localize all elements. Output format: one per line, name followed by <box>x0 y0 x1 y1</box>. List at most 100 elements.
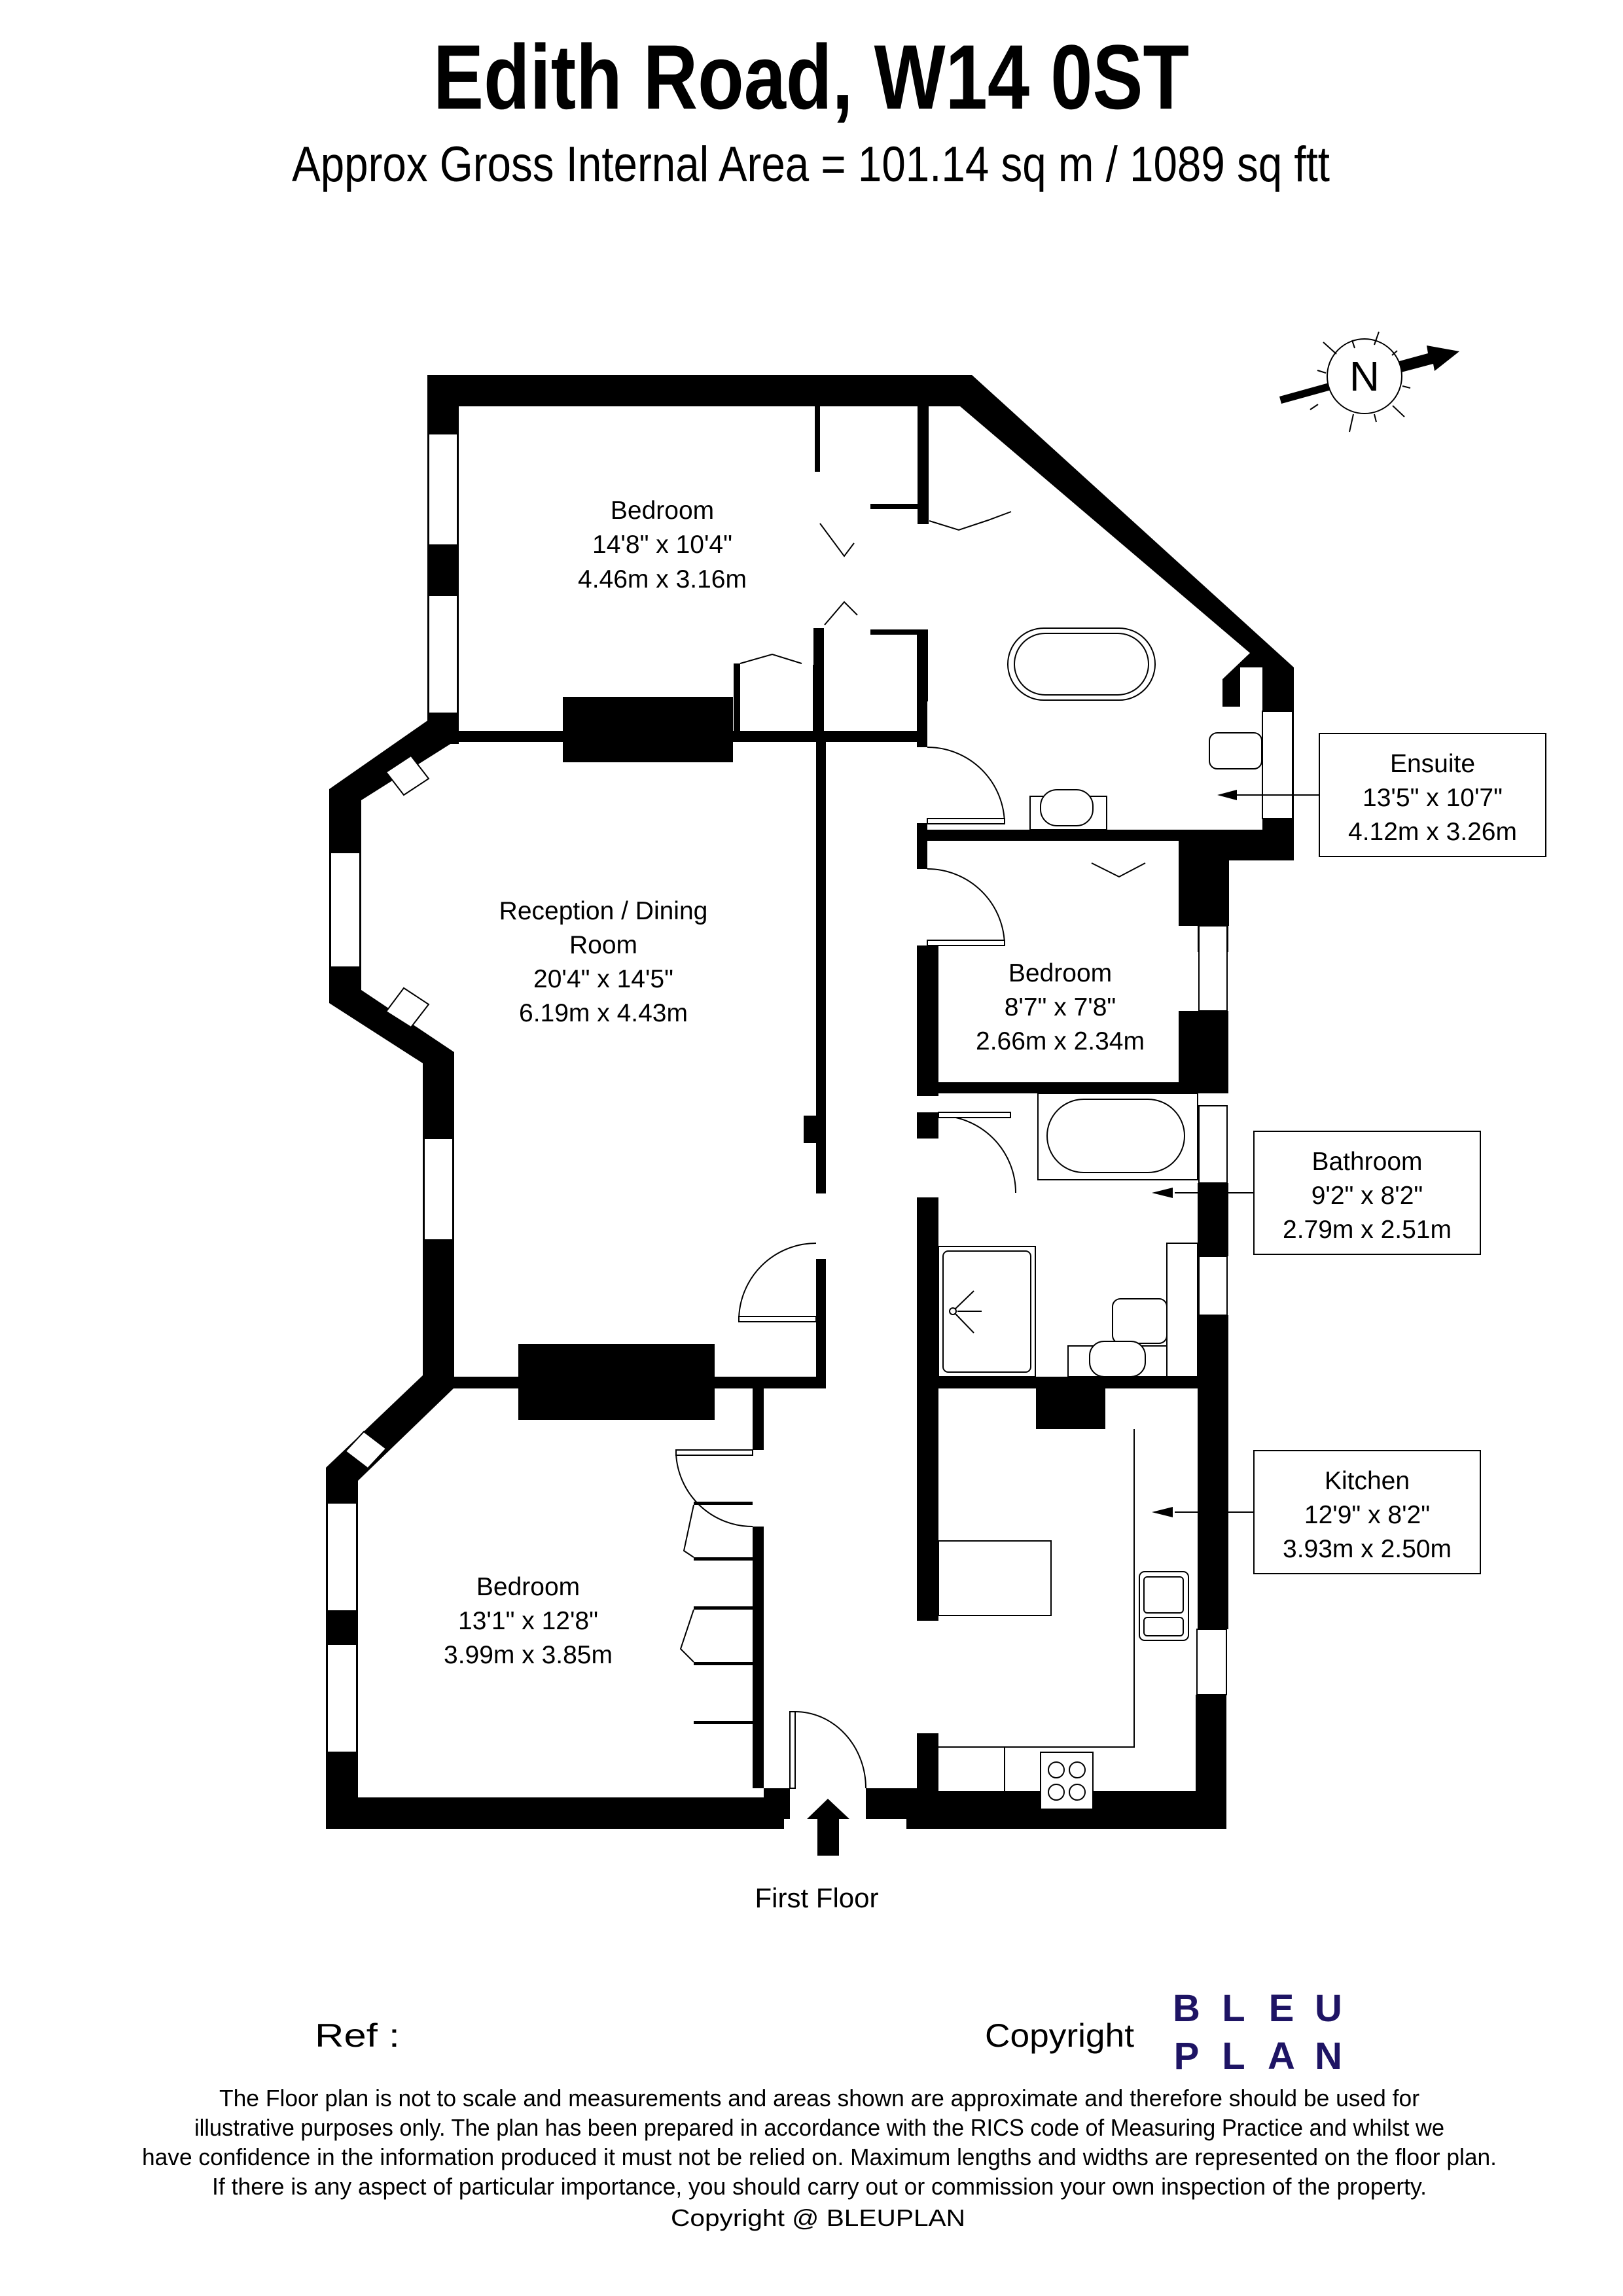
window <box>423 1138 454 1241</box>
window <box>1198 925 1228 1012</box>
disclaimer: The Floor plan is not to scale and measu… <box>142 2085 1497 2231</box>
svg-text:L: L <box>1222 2035 1245 2077</box>
chimney-breast-3 <box>1036 1388 1105 1429</box>
door-swing-entrance[interactable] <box>794 1711 866 1789</box>
callout-kitchen: Kitchen 12'9" x 8'2" 3.93m x 2.50m <box>1152 1450 1481 1574</box>
pointer-arrow-icon <box>1152 1507 1173 1517</box>
chimney-breast-2 <box>518 1344 715 1420</box>
window <box>327 1502 357 1612</box>
svg-text:14'8" x 10'4": 14'8" x 10'4" <box>592 531 732 559</box>
compass-ring <box>1327 338 1402 414</box>
wall-north-diagonal <box>427 375 1294 860</box>
door-swing-ensuite[interactable] <box>927 747 1005 825</box>
svg-text:4.46m x 3.16m: 4.46m x 3.16m <box>578 565 747 593</box>
area-subtitle: Approx Gross Internal Area = 101.14 sq m… <box>292 137 1330 192</box>
svg-text:P: P <box>1174 2035 1200 2077</box>
window <box>1198 1105 1228 1184</box>
callout-ensuite: Ensuite 13'5" x 10'7" 4.12m x 3.26m <box>1217 733 1546 857</box>
svg-text:12'9" x 8'2": 12'9" x 8'2" <box>1304 1501 1430 1529</box>
door-swing-bedroom3[interactable] <box>675 1453 753 1528</box>
svg-text:The Floor plan is not to scale: The Floor plan is not to scale and measu… <box>219 2085 1419 2111</box>
wall-ensuite-south <box>917 830 1294 841</box>
window <box>1198 1256 1228 1316</box>
svg-text:Room: Room <box>569 931 637 959</box>
svg-text:9'2" x 8'2": 9'2" x 8'2" <box>1311 1182 1423 1210</box>
copyright-line: Copyright @ BLEUPLAN <box>671 2204 965 2231</box>
svg-text:Bedroom: Bedroom <box>1008 959 1112 987</box>
svg-text:Bathroom: Bathroom <box>1311 1148 1422 1176</box>
wall-bedroom3-east <box>753 1527 764 1788</box>
door-swing-bedroom2[interactable] <box>927 868 1005 947</box>
svg-text:N: N <box>1315 2035 1342 2077</box>
wall-bathroom-south <box>938 1377 1198 1388</box>
svg-text:3.99m x 3.85m: 3.99m x 3.85m <box>444 1641 613 1669</box>
svg-text:Reception / Dining: Reception / Dining <box>499 897 708 925</box>
toilet-icon <box>1112 1298 1168 1344</box>
svg-text:2.66m x 2.34m: 2.66m x 2.34m <box>976 1027 1145 1055</box>
room-label-reception: Reception / Dining Room 20'4" x 14'5" 6.… <box>499 897 708 1027</box>
svg-text:L: L <box>1222 1987 1245 2030</box>
bleuplan-logo: B L E U P L A N <box>1173 1987 1342 2077</box>
entrance-arrow-icon <box>807 1799 849 1856</box>
svg-text:2.79m x 2.51m: 2.79m x 2.51m <box>1283 1216 1452 1244</box>
basin-icon <box>1089 1341 1146 1377</box>
room-label-bedroom-2: Bedroom 8'7" x 7'8" 2.66m x 2.34m <box>976 959 1145 1055</box>
footer: Ref : Copyright B L E U P L A N The Floo… <box>142 1987 1497 2231</box>
svg-text:If there is any aspect of part: If there is any aspect of particular imp… <box>212 2173 1427 2200</box>
svg-text:Bedroom: Bedroom <box>476 1573 580 1601</box>
wall-bedroom2-south <box>917 1082 1228 1093</box>
wall-bedroom3-bay <box>326 1375 454 1829</box>
svg-text:Kitchen: Kitchen <box>1325 1467 1410 1495</box>
compass-label: N <box>1349 353 1380 400</box>
room-label-bedroom-3: Bedroom 13'1" x 12'8" 3.99m x 3.85m <box>444 1573 613 1669</box>
svg-text:Ensuite: Ensuite <box>1390 750 1475 778</box>
kitchen-island <box>938 1540 1052 1616</box>
room-label-bedroom-1: Bedroom 14'8" x 10'4" 4.46m x 3.16m <box>578 497 747 593</box>
window <box>385 754 430 796</box>
compass-tail <box>1279 381 1336 404</box>
wall-corridor-west <box>816 742 826 1193</box>
wall-east <box>1198 1315 1228 1629</box>
door-swing-reception[interactable] <box>738 1243 817 1321</box>
svg-text:4.12m x 3.26m: 4.12m x 3.26m <box>1348 818 1517 846</box>
fixtures <box>938 627 1262 1810</box>
svg-text:20'4" x 14'5": 20'4" x 14'5" <box>533 965 673 993</box>
svg-text:8'7" x 7'8": 8'7" x 7'8" <box>1005 993 1116 1021</box>
window <box>1196 1629 1227 1695</box>
svg-text:6.19m x 4.43m: 6.19m x 4.43m <box>519 999 688 1027</box>
window <box>330 852 361 968</box>
floor-label: First Floor <box>755 1882 879 1913</box>
hob-icon <box>1040 1752 1094 1810</box>
wall-bedroom2-west <box>917 945 938 1096</box>
wall-bedroom3-south <box>326 1797 784 1829</box>
pointer-arrow-icon <box>1152 1188 1173 1198</box>
svg-text:3.93m x 2.50m: 3.93m x 2.50m <box>1283 1535 1452 1563</box>
door-swing-bathroom[interactable] <box>938 1115 1016 1193</box>
svg-text:A: A <box>1268 2035 1295 2077</box>
header: Edith Road, W14 0ST Approx Gross Interna… <box>292 26 1330 192</box>
doors <box>675 511 1146 1789</box>
svg-text:Bedroom: Bedroom <box>611 497 714 525</box>
window <box>1262 711 1293 819</box>
svg-text:13'5" x 10'7": 13'5" x 10'7" <box>1363 784 1503 812</box>
pointer-arrow-icon <box>1217 790 1237 800</box>
north-arrow-icon <box>1399 345 1459 372</box>
svg-text:B: B <box>1173 1987 1200 2030</box>
window <box>428 595 458 714</box>
ref-label: Ref : <box>315 2017 400 2054</box>
kitchen-opening <box>917 1621 938 1733</box>
chimney-breast-1 <box>563 697 733 762</box>
windows <box>327 433 1293 1753</box>
kitchen-counter <box>938 1429 1135 1748</box>
window <box>344 1430 387 1470</box>
copyright-label: Copyright <box>985 2017 1134 2054</box>
room-labels: Bedroom 14'8" x 10'4" 4.46m x 3.16m Rece… <box>444 497 1546 1669</box>
window <box>385 987 430 1029</box>
svg-text:U: U <box>1315 1987 1342 2030</box>
compass-icon: N <box>1279 331 1459 433</box>
page-title: Edith Road, W14 0ST <box>433 26 1189 128</box>
toilet-icon <box>1209 732 1262 769</box>
svg-text:have confidence in the informa: have confidence in the information produ… <box>142 2144 1497 2170</box>
svg-text:illustrative purposes only. Th: illustrative purposes only. The plan has… <box>194 2114 1444 2141</box>
